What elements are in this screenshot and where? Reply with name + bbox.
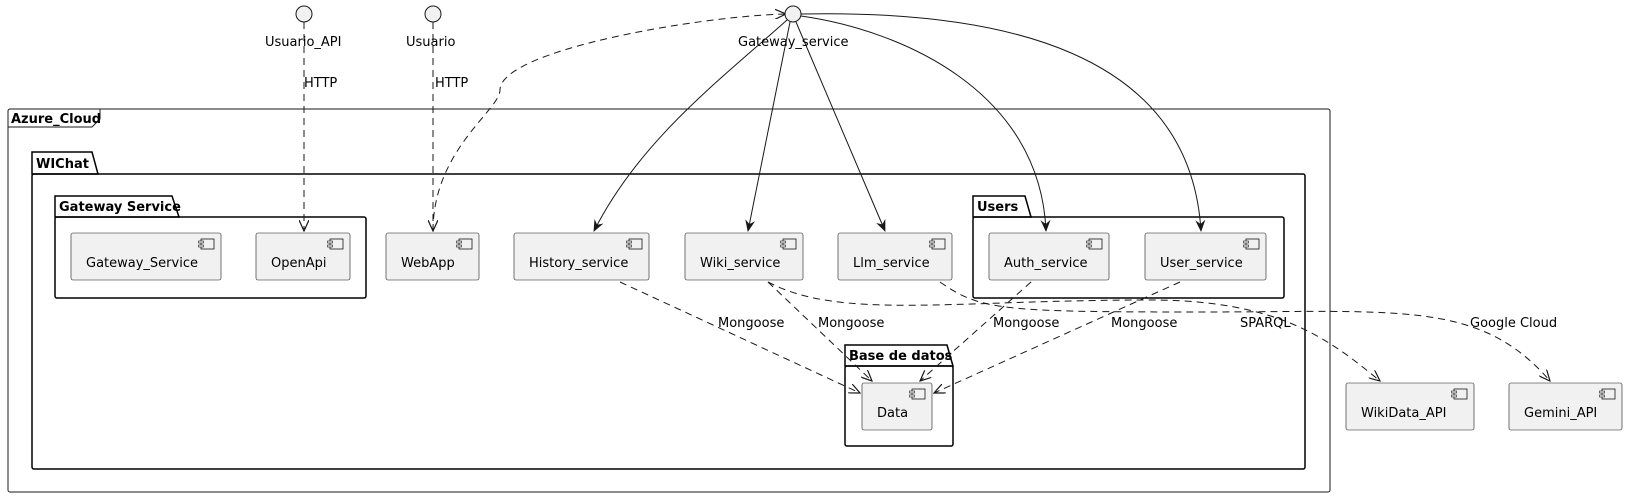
interface-usuario[interactable]: Usuario — [406, 5, 455, 50]
interface-gateway-service[interactable]: Gateway_service — [738, 5, 849, 50]
component-user-service[interactable]: User_service — [1144, 232, 1267, 281]
component-gemini-api[interactable]: Gemini_API — [1508, 382, 1623, 431]
component-label: Data — [877, 406, 908, 421]
interface-usuario-api-icon — [295, 5, 313, 23]
edge-label-llm-google-cloud: Google Cloud — [1470, 316, 1557, 331]
azure-cloud-title: Azure_Cloud — [11, 112, 101, 127]
component-webapp[interactable]: WebApp — [385, 232, 480, 281]
component-wiki-service[interactable]: Wiki_service — [684, 232, 804, 281]
edge-labels: HTTP HTTP Mongoose Mongoose Mongoose Mon… — [304, 76, 1557, 331]
azure-cloud-frame: Azure_Cloud — [7, 108, 1331, 493]
edge-label-usuario-api-http: HTTP — [304, 76, 337, 91]
edge-gateway-wiki — [745, 21, 791, 232]
package-base-de-datos: Base de datos — [844, 344, 954, 447]
edge-gateway-user — [800, 13, 1206, 232]
edge-label-auth-mongoose: Mongoose — [993, 316, 1059, 331]
interface-gateway-service-icon — [784, 5, 802, 23]
component-auth-service[interactable]: Auth_service — [988, 232, 1110, 281]
component-label: User_service — [1160, 256, 1243, 271]
component-llm-service[interactable]: Llm_service — [837, 232, 953, 281]
edge-user-data — [934, 281, 1181, 393]
edge-label-wiki-sparql: SPARQL — [1240, 316, 1291, 331]
component-label: Auth_service — [1004, 256, 1088, 271]
interface-label: Usuario — [406, 35, 455, 50]
edge-history-data — [619, 281, 860, 393]
interface-label: Gateway_service — [738, 35, 849, 50]
component-label: Wiki_service — [700, 256, 780, 271]
component-label: WebApp — [401, 256, 455, 271]
component-history-service[interactable]: History_service — [513, 232, 650, 281]
package-base-de-datos-title: Base de datos — [849, 349, 953, 364]
interface-label: Usuario_API — [265, 35, 341, 50]
component-label: WikiData_API — [1361, 406, 1446, 421]
component-gateway-service[interactable]: Gateway_Service — [70, 232, 222, 281]
edge-llm-gemini — [939, 281, 1550, 381]
edge-gateway-auth — [800, 15, 1051, 232]
component-wikidata-api[interactable]: WikiData_API — [1345, 382, 1475, 431]
package-users: Users — [972, 195, 1285, 299]
interface-usuario-api[interactable]: Usuario_API — [265, 5, 341, 50]
component-label: History_service — [529, 256, 628, 271]
edge-label-user-mongoose: Mongoose — [1111, 316, 1177, 331]
component-label: Gateway_Service — [86, 256, 198, 271]
edge-webapp-gateway — [432, 14, 786, 232]
component-label: Gemini_API — [1524, 406, 1597, 421]
component-openapi[interactable]: OpenApi — [255, 232, 351, 281]
package-wichat: WIChat — [31, 151, 1306, 470]
edge-label-usuario-http: HTTP — [435, 76, 468, 91]
interface-usuario-icon — [424, 5, 442, 23]
component-data[interactable]: Data — [861, 382, 933, 431]
edge-wiki-data — [767, 281, 872, 381]
edge-gateway-llm — [795, 21, 886, 232]
component-label: Llm_service — [853, 256, 930, 271]
package-gateway-service: Gateway Service — [54, 195, 367, 299]
component-label: OpenApi — [271, 256, 326, 271]
edge-auth-data — [920, 281, 1032, 381]
package-wichat-title: WIChat — [36, 157, 89, 172]
edge-label-history-mongoose: Mongoose — [718, 316, 784, 331]
package-gateway-service-title: Gateway Service — [59, 200, 181, 215]
edge-wiki-wikidata — [767, 281, 1380, 381]
edges — [304, 14, 1550, 393]
edge-label-wiki-mongoose: Mongoose — [818, 316, 884, 331]
edge-gateway-history — [593, 19, 788, 232]
package-users-title: Users — [977, 200, 1019, 215]
